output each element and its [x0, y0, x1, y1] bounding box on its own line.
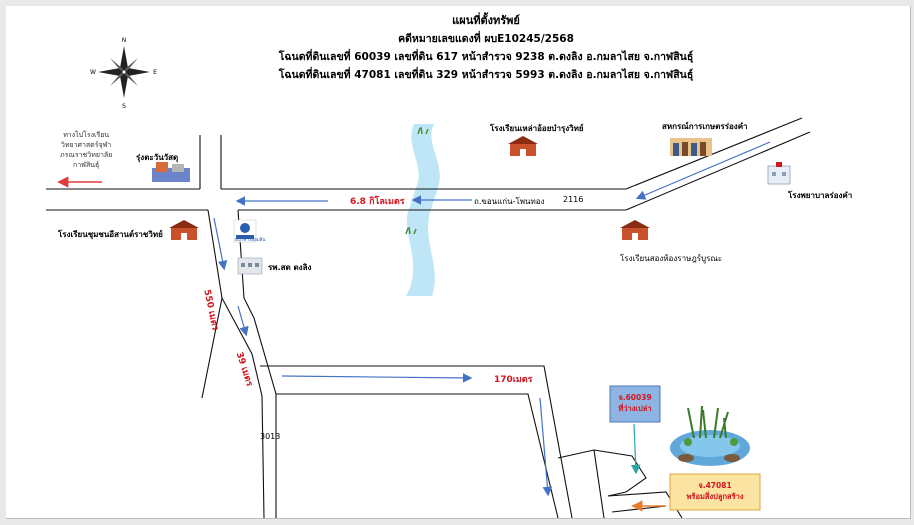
route-arrow-4: [213, 217, 228, 271]
plot1-number: จ.60039: [618, 393, 652, 402]
compass-rose-icon: N S E W: [90, 37, 157, 110]
label-main-road: ถ.ขอนแก่น-โพนทอง: [474, 197, 545, 206]
compass-e: E: [153, 69, 157, 76]
hardware-store-icon: [152, 162, 190, 182]
plot2-box: [669, 473, 761, 511]
coop-people-icon: [670, 138, 712, 156]
compass-w: W: [90, 69, 96, 76]
label-route-3013: 3013: [260, 432, 281, 441]
deed-line-2: โฉนดที่ดินเลขที่ 47081 เลขที่ดิน 329 หน้…: [278, 69, 694, 81]
hospital-icon: [767, 162, 791, 185]
route-arrow-7: [539, 397, 553, 497]
bank-icon: [233, 219, 257, 243]
reed-icon: [405, 126, 429, 235]
map-title: แผนที่ตั้งทรัพย์: [452, 14, 520, 27]
plot2-label: จ.47081 พร้อมสิ่งปลูกสร้าง: [670, 480, 760, 502]
plot1-label: จ.60039 ที่ว่างเปล่า: [610, 392, 660, 414]
compass-n: N: [122, 37, 127, 44]
school-icon: [620, 220, 650, 240]
plot1-box: [609, 385, 661, 423]
plot1-desc: ที่ว่างเปล่า: [618, 404, 652, 413]
route-arrow-6: [281, 373, 473, 383]
label-health-center: รพ.สต ดงลิง: [268, 263, 312, 272]
label-rung-tawan: รุ่งตะวันวัสดุ: [136, 153, 179, 162]
school-icon: [169, 220, 199, 240]
compass-s: S: [122, 103, 126, 110]
route-arrow-3: [635, 141, 771, 200]
label-school-lao-oi: โรงเรียนเหล่าอ้อยบำรุงวิทย์: [490, 124, 584, 133]
direction-note: ทางไปโรงเรียน วิทยาศาสตร์จุฬา ภรณราชวิทย…: [60, 131, 113, 169]
distance-170-m: 170เมตร: [494, 375, 533, 385]
label-coop: สหกรณ์การเกษตรร่องคำ: [662, 122, 748, 131]
label-school-song-hong: โรงเรียนสองห้องราษฎร์บูรณะ: [620, 254, 723, 263]
plot2-desc: พร้อมสิ่งปลูกสร้าง: [686, 492, 744, 501]
health-center-icon: [237, 257, 263, 275]
plot1-pointer: [630, 423, 641, 475]
road-network: [46, 117, 811, 518]
label-hospital-rong-kham: โรงพยาบาลร่องคำ: [788, 191, 853, 200]
pond-icon: [670, 405, 750, 466]
label-bank: ธนาคารออมสิน: [235, 238, 266, 243]
distance-6-8-km: 6.8 กิโลเมตร: [350, 197, 405, 207]
plot2-number: จ.47081: [698, 481, 732, 490]
map-page: N S E W: [6, 6, 911, 519]
deed-line-1: โฉนดที่ดินเลขที่ 60039 เลขที่ดิน 617 หน้…: [278, 51, 694, 63]
title-block: แผนที่ตั้งทรัพย์ คดีหมายเลขแดงที่ ผบE102…: [226, 12, 746, 84]
case-number: คดีหมายเลขแดงที่ ผบE10245/2568: [398, 33, 574, 45]
school-icon: [508, 136, 538, 156]
route-arrow-5: [237, 305, 249, 337]
location-map: N S E W: [46, 37, 811, 518]
label-route-2116: 2116: [563, 195, 584, 204]
label-school-chumchon: โรงเรียนชุมชนอีสานต์ราชวิทย์: [58, 230, 163, 239]
